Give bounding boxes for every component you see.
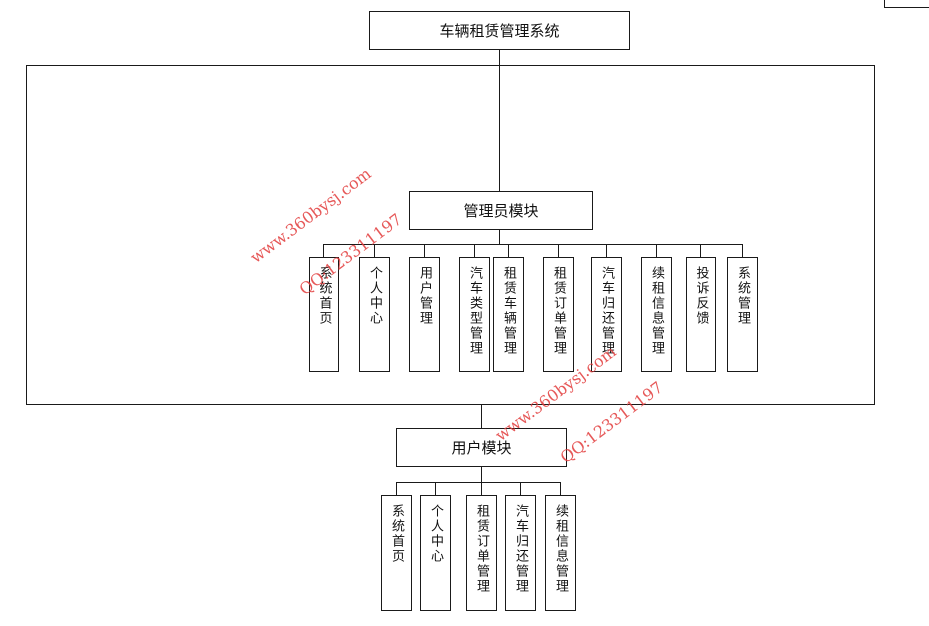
user-item-label: 续租信息管理	[553, 504, 568, 594]
user-item-label: 汽车归还管理	[513, 504, 528, 594]
admin-item-label: 续租信息管理	[649, 266, 664, 356]
admin-item-label: 投诉反馈	[693, 266, 709, 326]
admin-item: 系统首页	[309, 257, 339, 372]
admin-item-label: 用户管理	[417, 266, 432, 326]
admin-module-node: 管理员模块	[409, 191, 593, 230]
admin-item: 汽车归还管理	[591, 257, 622, 372]
admin-item-label: 租赁车辆管理	[501, 266, 516, 356]
user-item-label: 租赁订单管理	[474, 504, 489, 594]
user-item: 个人中心	[420, 495, 451, 611]
admin-item-label: 汽车归还管理	[599, 266, 614, 356]
user-module-label: 用户模块	[451, 439, 512, 457]
admin-module-label: 管理员模块	[463, 202, 539, 220]
admin-item: 租赁车辆管理	[493, 257, 524, 372]
admin-item: 续租信息管理	[641, 257, 672, 372]
admin-item-label: 系统首页	[316, 266, 332, 326]
admin-item: 租赁订单管理	[543, 257, 574, 372]
admin-item-label: 汽车类型管理	[467, 266, 482, 356]
admin-item: 用户管理	[409, 257, 440, 372]
admin-item: 系统管理	[727, 257, 758, 372]
user-item: 续租信息管理	[545, 495, 576, 611]
user-module-node: 用户模块	[396, 428, 567, 467]
root-node: 车辆租赁管理系统	[369, 11, 630, 50]
admin-item-label: 系统管理	[735, 266, 750, 326]
admin-item-label: 个人中心	[367, 266, 382, 326]
user-item: 系统首页	[381, 495, 412, 611]
user-item-label: 系统首页	[389, 504, 404, 564]
root-label: 车辆租赁管理系统	[439, 22, 560, 40]
user-item: 汽车归还管理	[505, 495, 536, 611]
admin-item: 个人中心	[359, 257, 390, 372]
admin-item: 汽车类型管理	[459, 257, 490, 372]
admin-item-label: 租赁订单管理	[551, 266, 566, 356]
admin-item: 投诉反馈	[686, 257, 716, 372]
admin-frame	[26, 65, 875, 405]
user-item-label: 个人中心	[428, 504, 443, 564]
user-item: 租赁订单管理	[466, 495, 497, 611]
